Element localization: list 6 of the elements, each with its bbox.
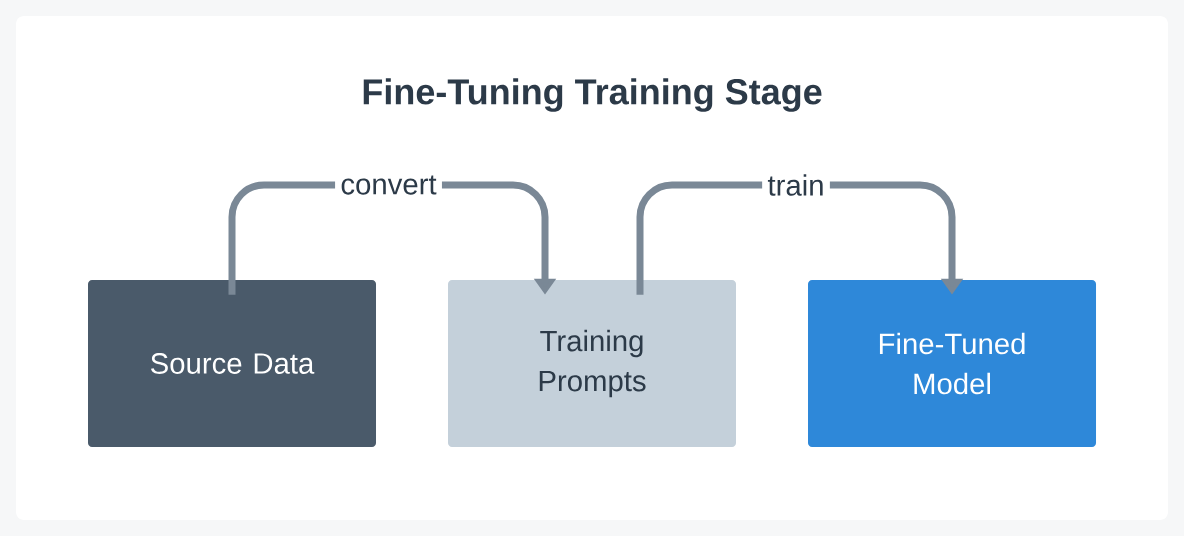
title: Fine-Tuning Training Stage [363, 78, 822, 112]
process-box: Source Data [88, 280, 376, 447]
edge-label: train [762, 169, 830, 201]
edge-label: convert [335, 170, 442, 200]
process-box: Training Prompts [448, 280, 736, 447]
process-box: Fine-Tuned Model [808, 280, 1096, 447]
